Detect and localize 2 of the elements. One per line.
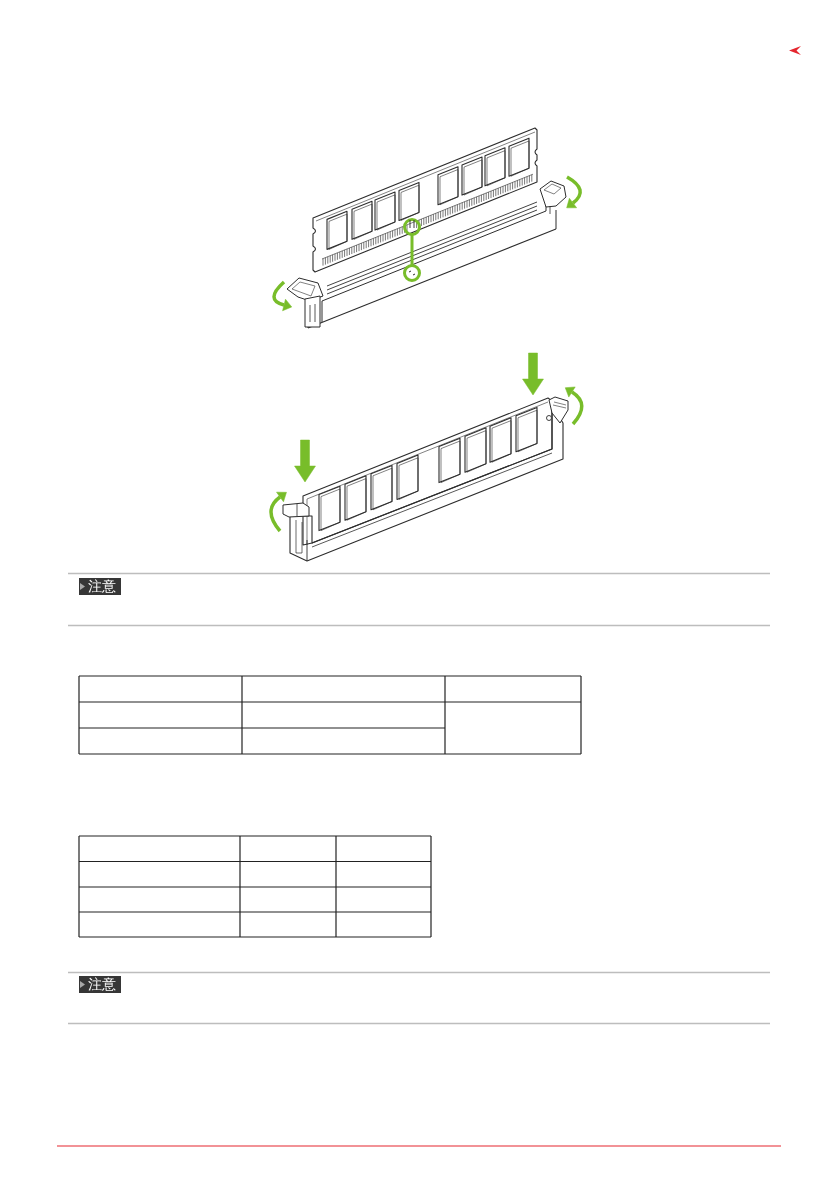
note-title: 注意: [88, 577, 116, 595]
note-title: 注意: [88, 975, 116, 993]
